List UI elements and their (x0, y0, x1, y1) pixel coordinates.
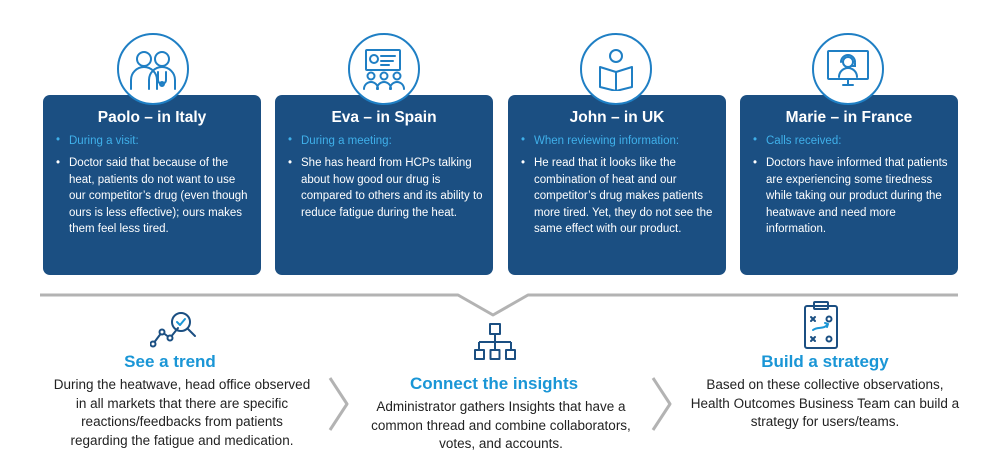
card-text: He read that it looks like the combinati… (518, 155, 716, 238)
card-text: Doctors have informed that patients are … (750, 155, 948, 238)
reading-person-icon (580, 33, 652, 105)
step-text-trend: During the heatwave, head office observe… (53, 377, 311, 448)
card-context: Calls received: (750, 134, 948, 147)
card-title: Eva – in Spain (331, 109, 437, 126)
network-hierarchy-icon (474, 322, 516, 369)
presentation-meeting-icon (348, 33, 420, 105)
card-context: When reviewing information: (518, 134, 716, 147)
card-context: During a meeting: (285, 134, 483, 147)
step-heading-trend: See a trend (124, 352, 216, 371)
chevron-right-icon (651, 377, 672, 431)
card-title: John – in UK (569, 109, 665, 126)
card-title: Marie – in France (785, 109, 913, 126)
step-text-connect: Administrator gathers Insights that have… (371, 399, 631, 451)
card-marie: Marie – in France Calls received: Doctor… (740, 95, 958, 275)
card-paolo: Paolo – in Italy During a visit: Doctor … (43, 95, 261, 275)
call-center-icon (812, 33, 884, 105)
card-context: During a visit: (53, 134, 251, 147)
step-heading-strategy: Build a strategy (761, 352, 889, 371)
divider-line (40, 293, 958, 317)
doctors-icon (117, 33, 189, 105)
card-title: Paolo – in Italy (97, 109, 207, 126)
step-heading-connect: Connect the insights (409, 374, 579, 393)
card-text: Doctor said that because of the heat, pa… (53, 155, 251, 238)
trend-analysis-icon (149, 306, 198, 355)
step-text-strategy: Based on these collective observations, … (690, 377, 960, 429)
strategy-clipboard-icon (802, 300, 840, 355)
card-text: She has heard from HCPs talking about ho… (285, 155, 483, 221)
chevron-right-icon (328, 377, 349, 431)
card-john: John – in UK When reviewing information:… (508, 95, 726, 275)
card-eva: Eva – in Spain During a meeting: She has… (275, 95, 493, 275)
